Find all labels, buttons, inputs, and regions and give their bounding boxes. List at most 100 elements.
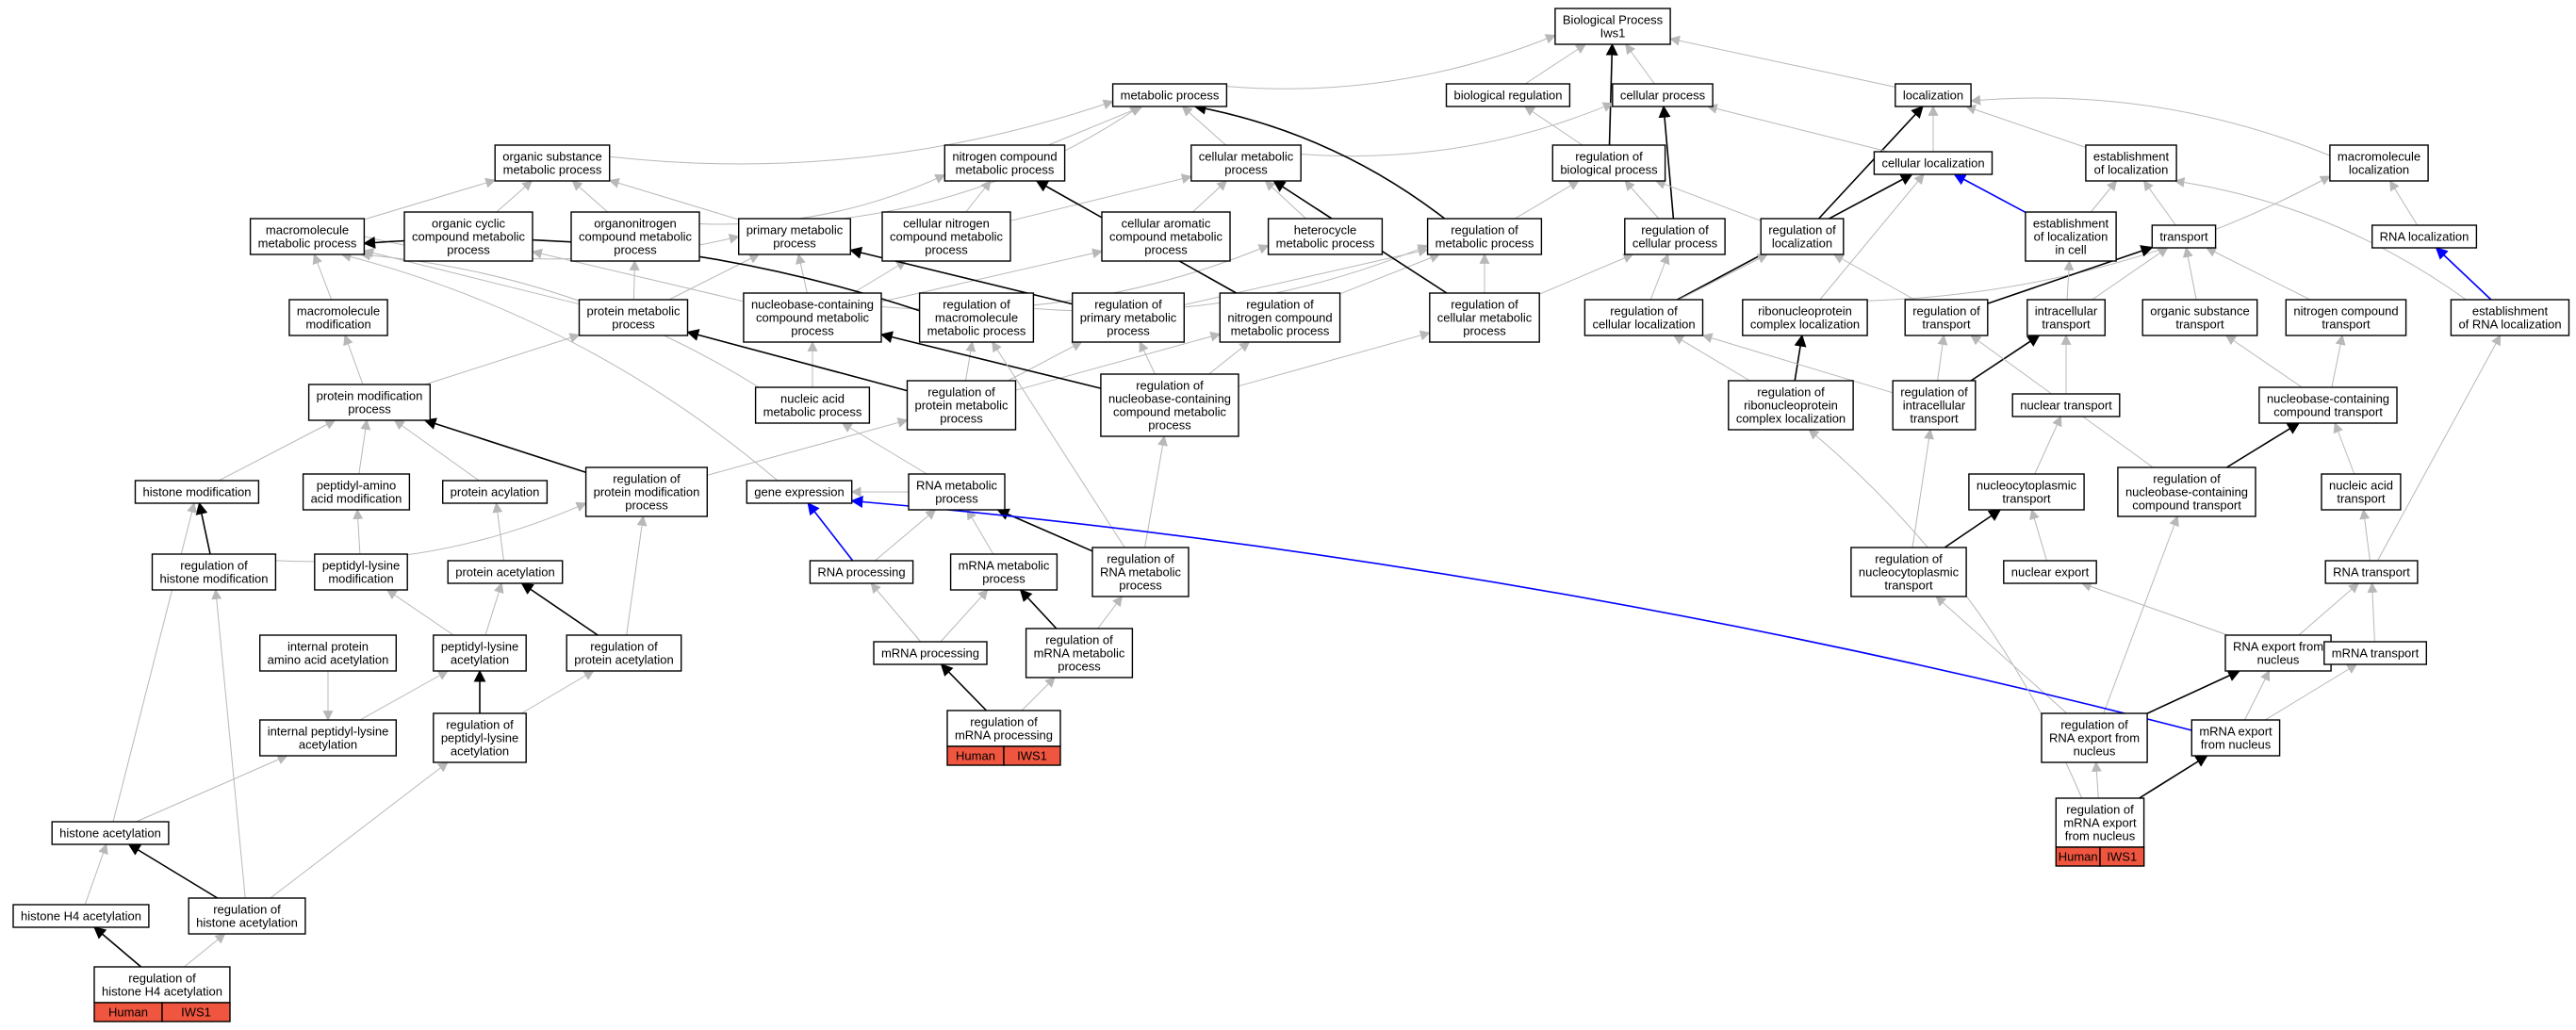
go-term-label-line: RNA transport xyxy=(2333,565,2410,580)
go-term-mrnaproc[interactable]: mRNA processing xyxy=(873,641,988,665)
go-term-label-line: process xyxy=(1463,324,1506,338)
go-term-protacyl[interactable]: protein acylation xyxy=(442,480,549,504)
go-term-rnaproc[interactable]: RNA processing xyxy=(809,560,914,584)
edge-regnucbase-regulates-nucbase xyxy=(879,331,1102,389)
go-term-regnucbasetr[interactable]: regulation ofnucleobase-containingcompou… xyxy=(2117,466,2256,517)
go-term-rnaloc[interactable]: RNA localization xyxy=(2371,224,2478,249)
go-term-label-line: nucleocytoplasmic xyxy=(1859,565,1960,580)
go-term-loc[interactable]: localization xyxy=(1895,83,1972,107)
go-term-bioreg[interactable]: biological regulation xyxy=(1445,83,1571,107)
go-term-metab[interactable]: metabolic process xyxy=(1111,83,1228,107)
go-term-label-line: mRNA transport xyxy=(2332,646,2420,661)
go-term-box xyxy=(433,712,527,763)
go-term-transport[interactable]: transport xyxy=(2151,224,2217,249)
go-term-cellloc[interactable]: cellular localization xyxy=(1873,151,1994,175)
go-term-mrnatr[interactable]: mRNA transport xyxy=(2323,641,2428,665)
go-term-label-line: metabolic process xyxy=(1436,237,1534,251)
go-term-label-line: cellular localization xyxy=(1592,318,1695,332)
go-term-geneexp[interactable]: gene expression xyxy=(746,480,853,504)
go-term-cellproc[interactable]: cellular process xyxy=(1612,83,1714,107)
go-term-label-line: regulation of xyxy=(1246,298,1314,312)
go-term-label-line: regulation of xyxy=(2066,803,2134,817)
go-term-regnucbase[interactable]: regulation ofnucleobase-containingcompou… xyxy=(1100,373,1239,437)
edge-mrnaexp-is_a-mrnatr xyxy=(2264,663,2358,721)
go-term-box xyxy=(2450,299,2570,336)
edge-regintra-regulates-intra xyxy=(1970,335,2041,382)
go-term-box xyxy=(949,553,1058,591)
go-term-box xyxy=(2258,386,2398,424)
go-term-histmod[interactable]: histone modification xyxy=(134,480,260,504)
go-term-histacet[interactable]: histone acetylation xyxy=(51,821,170,845)
edge-reghistacet-is_a-regpeptlys xyxy=(270,761,449,899)
go-term-h4acet[interactable]: histone H4 acetylation xyxy=(12,904,150,928)
go-term-rnatr[interactable]: RNA transport xyxy=(2324,560,2419,584)
go-term-label-line: macromolecule xyxy=(2338,150,2420,164)
go-term-nuctr[interactable]: nuclear transport xyxy=(2011,393,2121,417)
go-term-label-line: of localization xyxy=(2034,230,2108,244)
go-term-nucexp[interactable]: nuclear export xyxy=(2003,560,2097,584)
go-term-protacet[interactable]: protein acetylation xyxy=(447,560,564,584)
